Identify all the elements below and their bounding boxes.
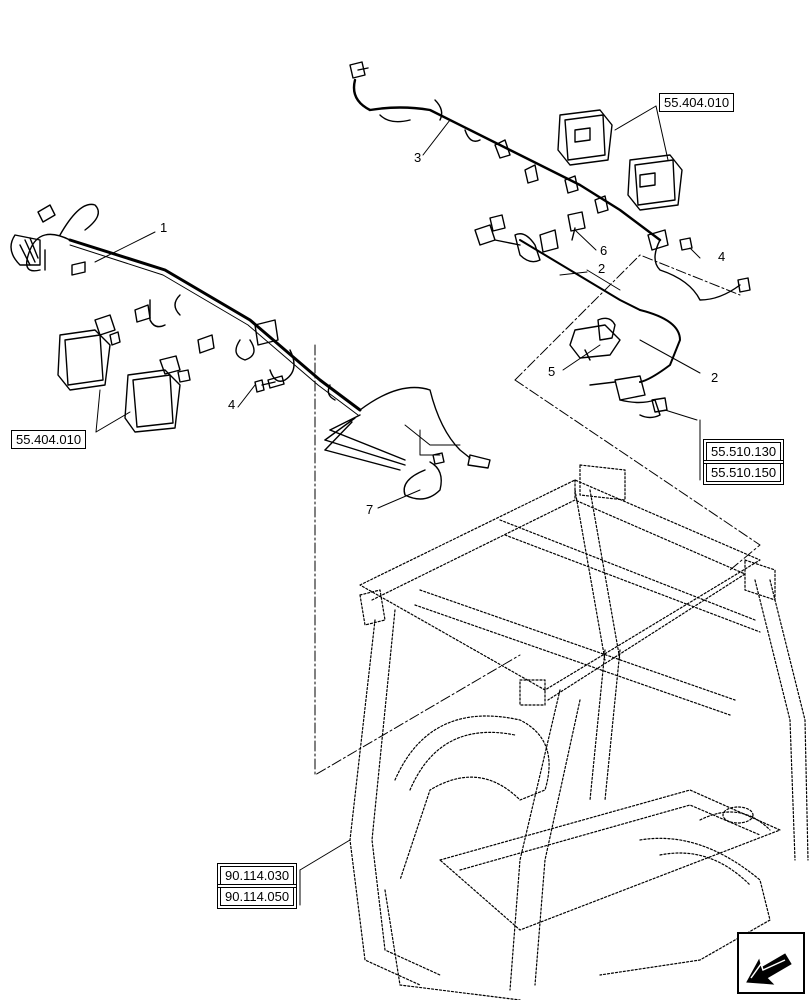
ref-box-harness-a[interactable]: 55.510.130 [702, 439, 785, 464]
callout-1: 1 [160, 220, 168, 235]
dashed-region-lines [314, 254, 761, 776]
rocker-switch [569, 317, 621, 361]
ref-box-harness-b[interactable]: 55.510.150 [702, 460, 785, 485]
leader-rear-lamp-2 [655, 105, 669, 161]
work-lamp-left-2 [124, 355, 191, 433]
screw-left [254, 375, 285, 393]
arrow-pointing-left-down-icon[interactable] [737, 932, 805, 994]
leader-rear-lamp-1 [614, 105, 657, 131]
ref-box-rear-lamps[interactable]: 55.404.010 [659, 93, 735, 112]
callout-7: 7 [366, 502, 374, 517]
ref-box-front-lamps[interactable]: 55.404.010 [11, 430, 87, 449]
cab-frame [349, 464, 809, 1000]
ref-box-cab-b[interactable]: 90.114.050 [216, 884, 298, 909]
screw-right [679, 237, 693, 251]
ref-box-cab-a[interactable]: 90.114.030 [216, 863, 298, 888]
callout-2-lower: 2 [711, 370, 719, 385]
leader-left-lamp-1 [95, 389, 101, 433]
rear-wiring-harness [349, 61, 751, 301]
rear-lamp-2 [627, 154, 683, 211]
callout-6: 6 [600, 243, 608, 258]
callout-2-upper: 2 [598, 261, 606, 276]
main-wiring-harness [10, 203, 491, 471]
callout-3: 3 [414, 150, 422, 165]
callout-4-left: 4 [228, 397, 236, 412]
switch-harness-lower [589, 309, 681, 419]
rear-lamp-1 [557, 109, 613, 166]
callout-4-right: 4 [718, 249, 726, 264]
callout-5: 5 [548, 364, 556, 379]
switch-harness [474, 211, 641, 311]
callout-leaders [94, 119, 701, 906]
work-lamp-left-1 [57, 314, 121, 391]
cable-tie [403, 452, 445, 500]
leader-left-lamp-2 [95, 411, 131, 433]
